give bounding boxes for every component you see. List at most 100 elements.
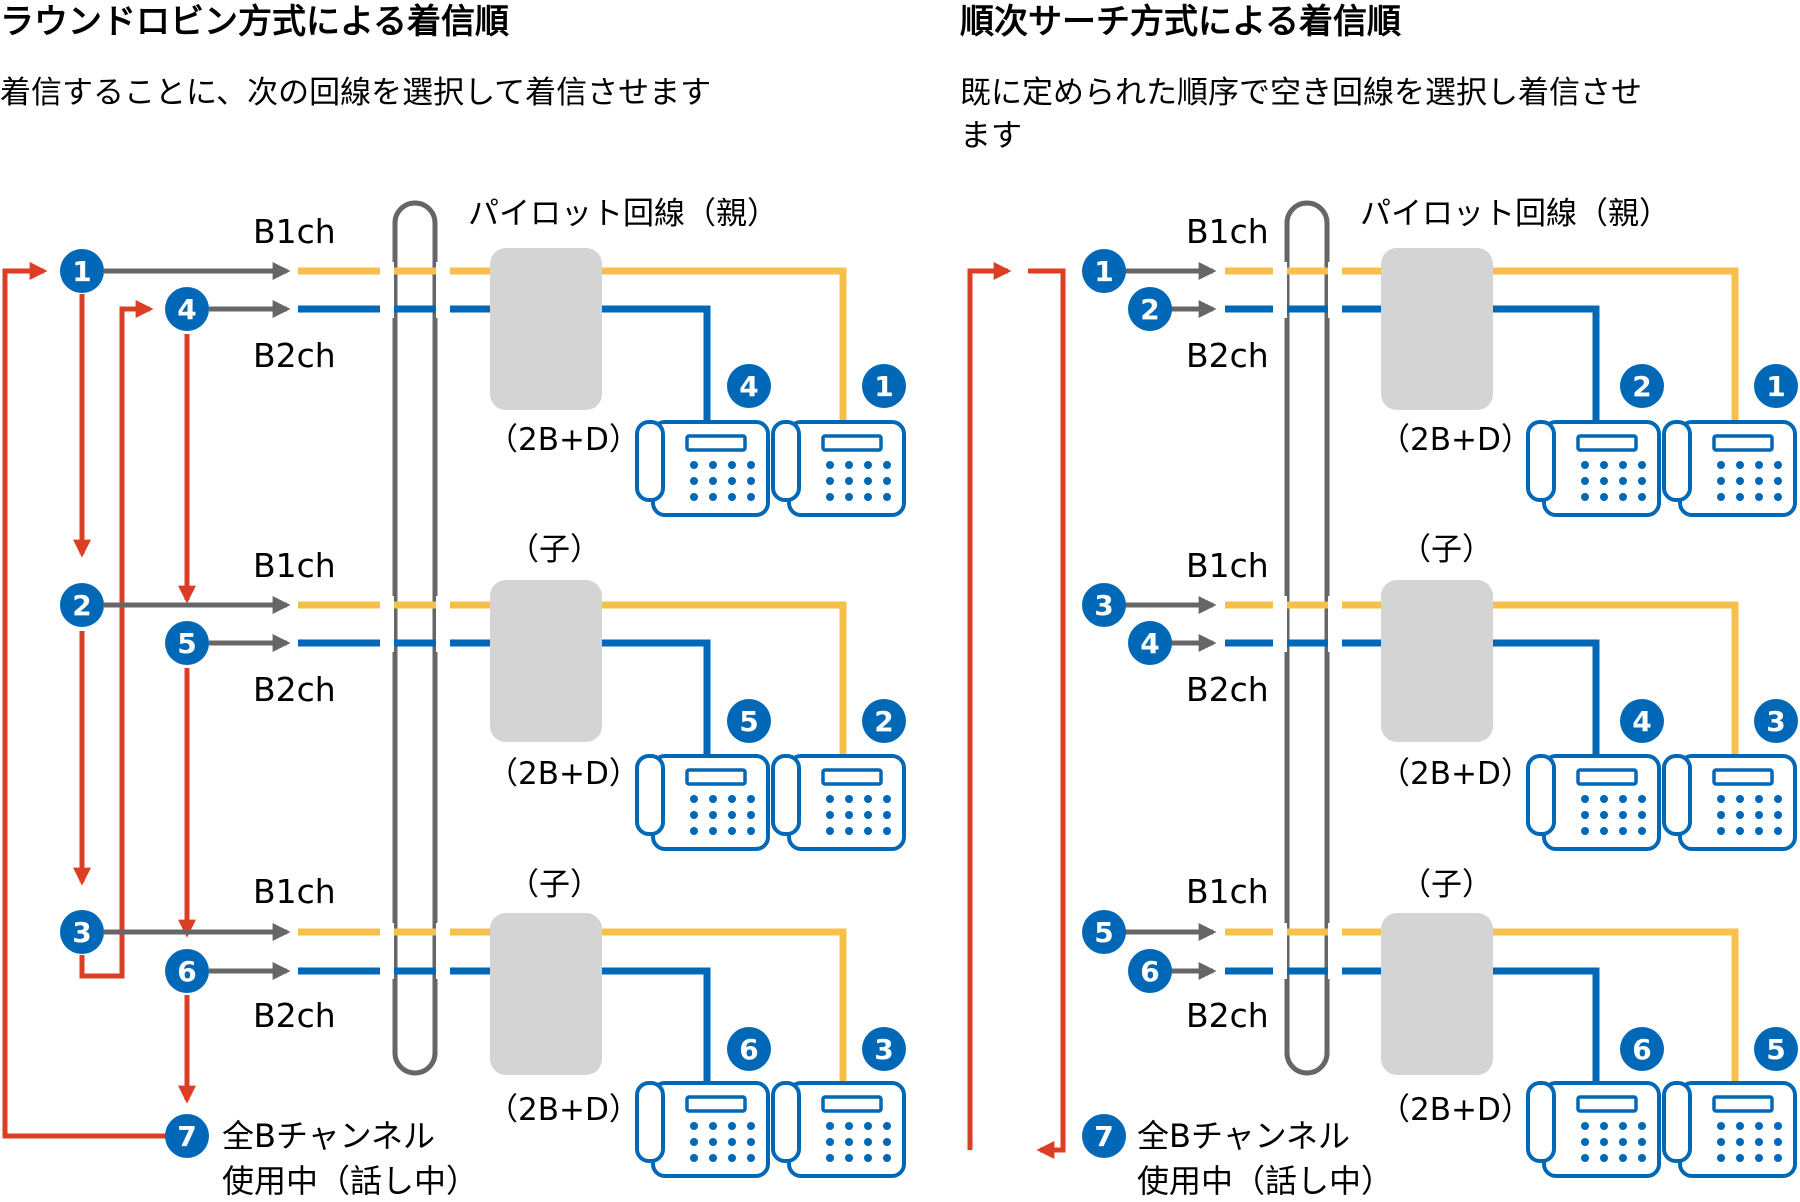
child-line-label: （子） — [1400, 867, 1493, 903]
telephone-icon — [1526, 420, 1661, 517]
panel-title: ラウンドロビン方式による着信順 — [0, 2, 509, 42]
phone-order-badge — [1620, 699, 1664, 743]
phone-order-badge — [1620, 1027, 1664, 1071]
svg-text:5: 5 — [1094, 916, 1113, 949]
svg-text:4: 4 — [1140, 627, 1159, 660]
panel-description: 着信することに、次の回線を選択して着信させます — [0, 75, 711, 111]
b2ch-label: B2ch — [253, 670, 336, 709]
svg-text:5: 5 — [177, 627, 196, 660]
svg-text:6: 6 — [177, 955, 196, 988]
line-group-1: （2B+D） B1ch B2ch 4 1 — [253, 212, 906, 517]
svg-text:1: 1 — [1766, 370, 1785, 403]
line-group-2: （子） （2B+D） B1ch B2ch 4 3 — [1186, 532, 1798, 851]
order-flow-arrows — [967, 262, 1066, 1159]
order-badge — [60, 910, 104, 954]
device-label: （2B+D） — [1379, 1092, 1532, 1128]
pilot-line-label: パイロット回線（親） — [468, 196, 778, 232]
svg-text:1: 1 — [72, 255, 91, 288]
svg-text:2: 2 — [72, 589, 91, 622]
telephone-icon — [1662, 754, 1797, 851]
svg-text:3: 3 — [72, 916, 91, 949]
telephone-icon — [771, 754, 906, 851]
phone-order-badge — [1754, 699, 1798, 743]
b1ch-label: B1ch — [1186, 546, 1269, 585]
b1ch-label: B1ch — [253, 872, 336, 911]
order-flow-arrows — [2, 262, 196, 1139]
phone-order-badge — [862, 1027, 906, 1071]
b2ch-label: B2ch — [253, 336, 336, 375]
device-label: （2B+D） — [1379, 422, 1532, 458]
busy-status-line-1: 全Bチャンネル — [222, 1117, 435, 1155]
phone-order-badge — [1620, 364, 1664, 408]
svg-text:1: 1 — [1094, 255, 1113, 288]
child-line-label: （子） — [508, 532, 601, 568]
b1ch-label: B1ch — [1186, 212, 1269, 251]
panel-description-line-2: ます — [960, 118, 1022, 154]
arrow-icon — [967, 262, 1012, 1150]
busy-status-line-2: 使用中（話し中） — [222, 1162, 478, 1200]
telephone-icon — [1662, 420, 1797, 517]
telephone-icon — [1662, 1081, 1797, 1178]
svg-text:2: 2 — [874, 705, 893, 738]
order-badge — [165, 949, 209, 993]
b2-line — [1225, 305, 1600, 420]
svg-text:2: 2 — [1632, 370, 1651, 403]
svg-text:7: 7 — [177, 1120, 196, 1153]
isdn-device — [490, 913, 602, 1075]
svg-text:5: 5 — [1766, 1033, 1785, 1066]
b1ch-label: B1ch — [253, 546, 336, 585]
isdn-device — [490, 580, 602, 742]
phone-order-badge — [862, 699, 906, 743]
busy-status-line-2: 使用中（話し中） — [1137, 1162, 1393, 1200]
busy-status-line-1: 全Bチャンネル — [1137, 1117, 1350, 1155]
b1-line — [1225, 601, 1739, 754]
phone-order-badge — [727, 1027, 771, 1071]
b2-line — [1225, 639, 1600, 754]
svg-text:4: 4 — [177, 293, 196, 326]
telephone-icon — [771, 420, 906, 517]
telephone-icon — [1526, 754, 1661, 851]
telephone-icon — [635, 754, 770, 851]
svg-text:3: 3 — [874, 1033, 893, 1066]
sequential-search-panel: 順次サーチ方式による着信順 既に定められた順序で空き回線を選択し着信させ ます … — [960, 2, 1798, 1200]
isdn-device — [490, 248, 602, 410]
order-badge — [165, 287, 209, 331]
b2ch-label: B2ch — [1186, 670, 1269, 709]
order-badge — [1082, 583, 1126, 627]
b2-line — [1225, 967, 1600, 1082]
child-line-label: （子） — [508, 867, 601, 903]
svg-text:6: 6 — [739, 1033, 758, 1066]
panel-title: 順次サーチ方式による着信順 — [960, 2, 1401, 42]
order-badge — [60, 249, 104, 293]
device-label: （2B+D） — [487, 756, 640, 792]
trunk-capsule — [392, 200, 438, 1076]
device-label: （2B+D） — [1379, 756, 1532, 792]
order-badge — [1082, 910, 1126, 954]
phone-order-badge — [727, 364, 771, 408]
phone-order-badge — [1754, 1027, 1798, 1071]
line-group-1: （2B+D） B1ch B2ch 2 1 — [1186, 212, 1798, 517]
telephone-icon — [771, 1081, 906, 1178]
order-badge — [165, 621, 209, 665]
line-group-2: （子） （2B+D） B1ch B2ch 5 2 — [253, 532, 906, 851]
b1-line — [1225, 928, 1739, 1082]
channel-arrows — [1125, 262, 1217, 980]
child-line-label: （子） — [1400, 532, 1493, 568]
arrow-icon — [79, 300, 154, 979]
order-badges: 1 2 3 4 5 6 7 — [1082, 249, 1172, 1158]
b1-line — [1225, 267, 1739, 420]
order-badge — [60, 583, 104, 627]
order-badge — [1128, 287, 1172, 331]
svg-text:2: 2 — [1140, 293, 1159, 326]
trunk-capsule — [1284, 200, 1330, 1076]
line-group-3: （子） （2B+D） B1ch B2ch 6 5 — [1186, 867, 1798, 1178]
round-robin-panel: ラウンドロビン方式による着信順 着信することに、次の回線を選択して着信させます … — [0, 2, 906, 1200]
arrow-icon — [1036, 268, 1066, 1159]
svg-text:4: 4 — [1632, 705, 1651, 738]
svg-text:1: 1 — [874, 370, 893, 403]
device-label: （2B+D） — [487, 422, 640, 458]
svg-text:5: 5 — [739, 705, 758, 738]
device-label: （2B+D） — [487, 1092, 640, 1128]
pilot-line-label: パイロット回線（親） — [1360, 196, 1670, 232]
telephone-icon — [1526, 1081, 1661, 1178]
